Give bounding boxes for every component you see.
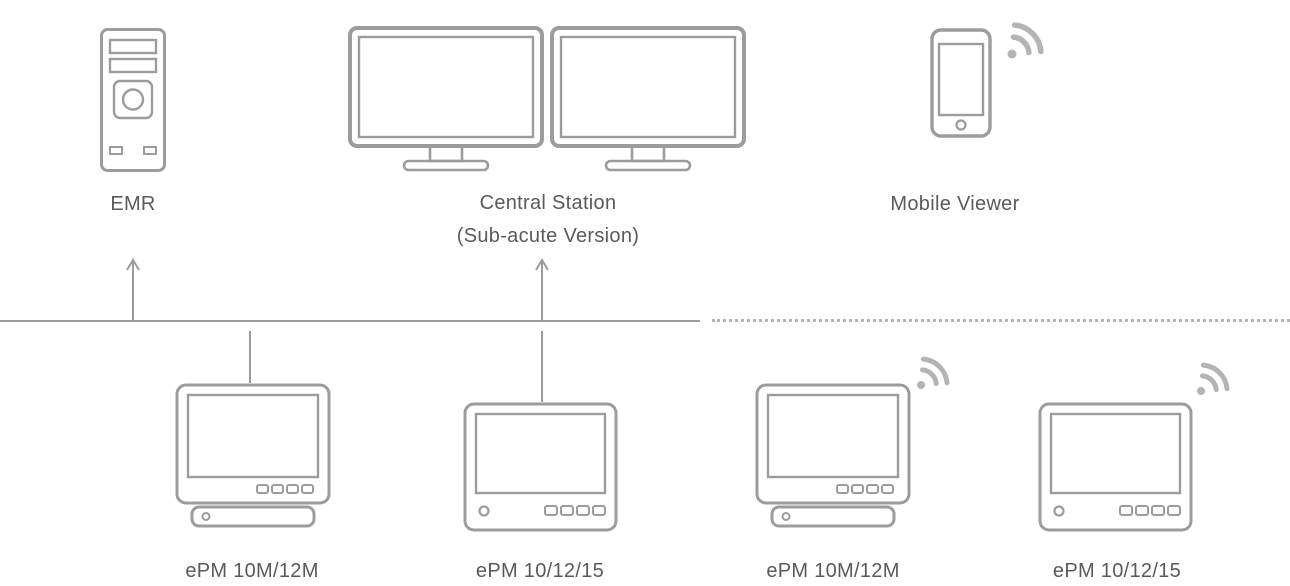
bus-line-dotted <box>712 319 1290 322</box>
node-epm-3 <box>755 383 911 529</box>
patient-monitor-icon <box>755 383 911 528</box>
epm-2-label: ePM 10/12/15 <box>475 560 605 582</box>
epm-4-label: ePM 10/12/15 <box>1052 560 1182 582</box>
dual-monitor-icon <box>348 26 746 172</box>
node-emr <box>100 28 166 172</box>
patient-monitor-icon <box>175 383 331 528</box>
emr-label: EMR <box>110 193 156 215</box>
epm-1-label: ePM 10M/12M <box>185 560 319 582</box>
epm-4-wireless <box>1192 348 1246 400</box>
epm-3-label: ePM 10M/12M <box>766 560 900 582</box>
computer-tower-icon <box>100 28 166 172</box>
link-line-epm-2 <box>541 331 543 402</box>
uplink-arrow-central-station <box>532 256 552 322</box>
node-central-station <box>348 26 746 174</box>
arrow-up-icon <box>126 258 140 322</box>
patient-monitor-icon <box>1038 402 1193 532</box>
epm-3-wireless <box>912 342 966 394</box>
smartphone-icon <box>930 28 992 138</box>
node-epm-1 <box>175 383 331 529</box>
mobile-viewer-wireless <box>1002 6 1062 64</box>
arrow-up-icon <box>535 258 549 322</box>
central-station-label: Central Station <box>479 192 617 214</box>
central-station-sublabel: (Sub-acute Version) <box>456 225 640 247</box>
wifi-icon <box>1197 362 1230 396</box>
bus-line-solid <box>0 320 700 322</box>
wifi-icon <box>1007 22 1044 59</box>
mobile-viewer-label: Mobile Viewer <box>890 193 1020 215</box>
link-line-epm-1 <box>249 331 251 383</box>
node-epm-2 <box>463 402 618 532</box>
wifi-icon <box>917 356 950 390</box>
patient-monitor-icon <box>463 402 618 532</box>
node-epm-4 <box>1038 402 1193 532</box>
uplink-arrow-emr <box>123 256 143 322</box>
node-mobile-viewer <box>930 28 992 138</box>
